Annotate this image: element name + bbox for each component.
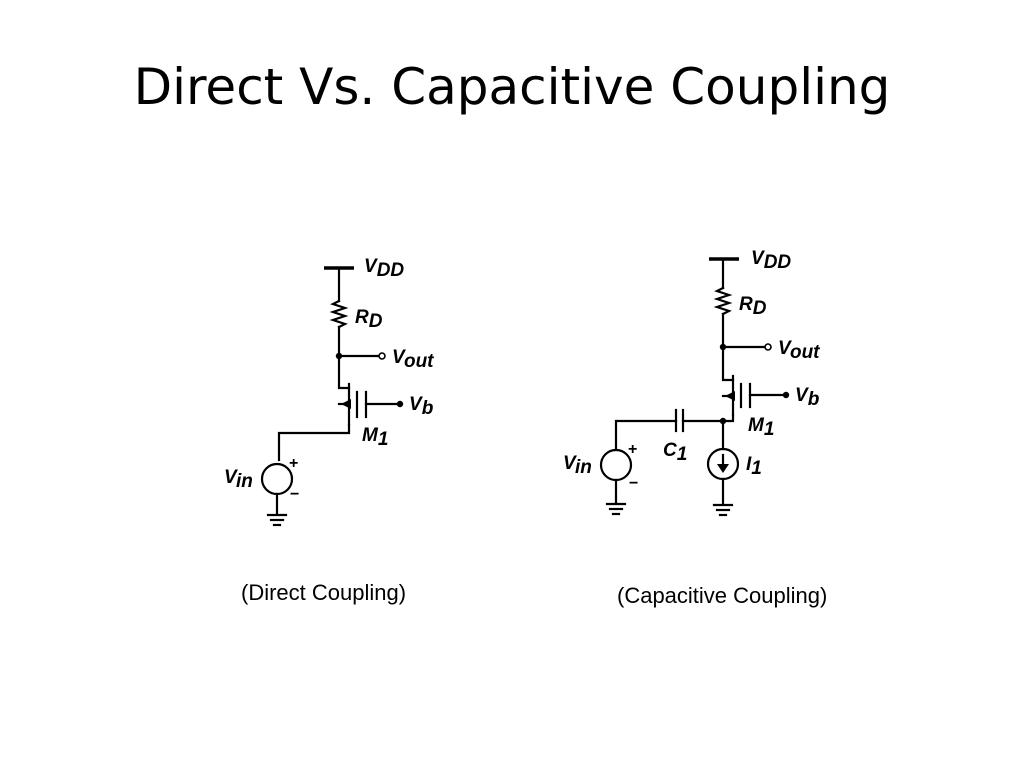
cap-i1-label: I1 [746,454,762,479]
cap-vin-ground-symbol [605,502,627,516]
cap-i1-ground-symbol [712,503,734,517]
direct-rd-to-drain-wire [337,325,351,390]
cap-rd-label: RD [739,294,767,319]
cap-vout-terminal [764,343,772,351]
cap-vin-minus-sign: − [629,475,638,492]
cap-vb-label: Vb [795,385,820,410]
direct-coupling-circuit: VDD RD Vout Vb M1 Vin + − [224,256,434,527]
cap-vin-source [599,448,633,482]
cap-vin-plus-sign: + [628,441,637,458]
cap-vin-label: Vin [563,453,592,478]
cap-m1-label: M1 [748,415,774,440]
direct-vin-label: Vin [224,467,253,492]
cap-vb-terminal [782,391,790,399]
slide-title: Direct Vs. Capacitive Coupling [133,58,891,116]
direct-m1-transistor [277,382,368,462]
direct-vin-minus-sign: − [290,486,299,503]
cap-vin-to-c1-wire [614,419,678,451]
cap-rd-resistor [713,286,733,316]
direct-vin-source [260,462,294,496]
direct-coupling-caption: (Direct Coupling) [241,580,407,605]
direct-vin-plus-sign: + [289,455,298,472]
direct-rd-label: RD [355,307,383,332]
capacitive-coupling-caption: (Capacitive Coupling) [617,583,828,608]
cap-i1-arrow-icon [717,453,729,473]
direct-ground-symbol [266,513,288,527]
direct-vout-label: Vout [392,347,434,372]
capacitive-coupling-circuit: VDD RD Vout Vb M1 C1 I1 Vin + − [563,248,820,517]
cap-m1-transistor [721,374,752,423]
direct-vb-label: Vb [409,394,434,419]
direct-vdd-label: VDD [364,256,404,281]
direct-vb-terminal [396,400,404,408]
direct-vout-terminal [378,352,386,360]
direct-m1-label: M1 [362,425,388,450]
cap-vdd-label: VDD [751,248,791,273]
cap-vout-label: Vout [778,338,820,363]
cap-c1-label: C1 [663,440,687,465]
cap-rd-to-drain-wire [721,312,735,382]
direct-rd-resistor [329,299,349,329]
